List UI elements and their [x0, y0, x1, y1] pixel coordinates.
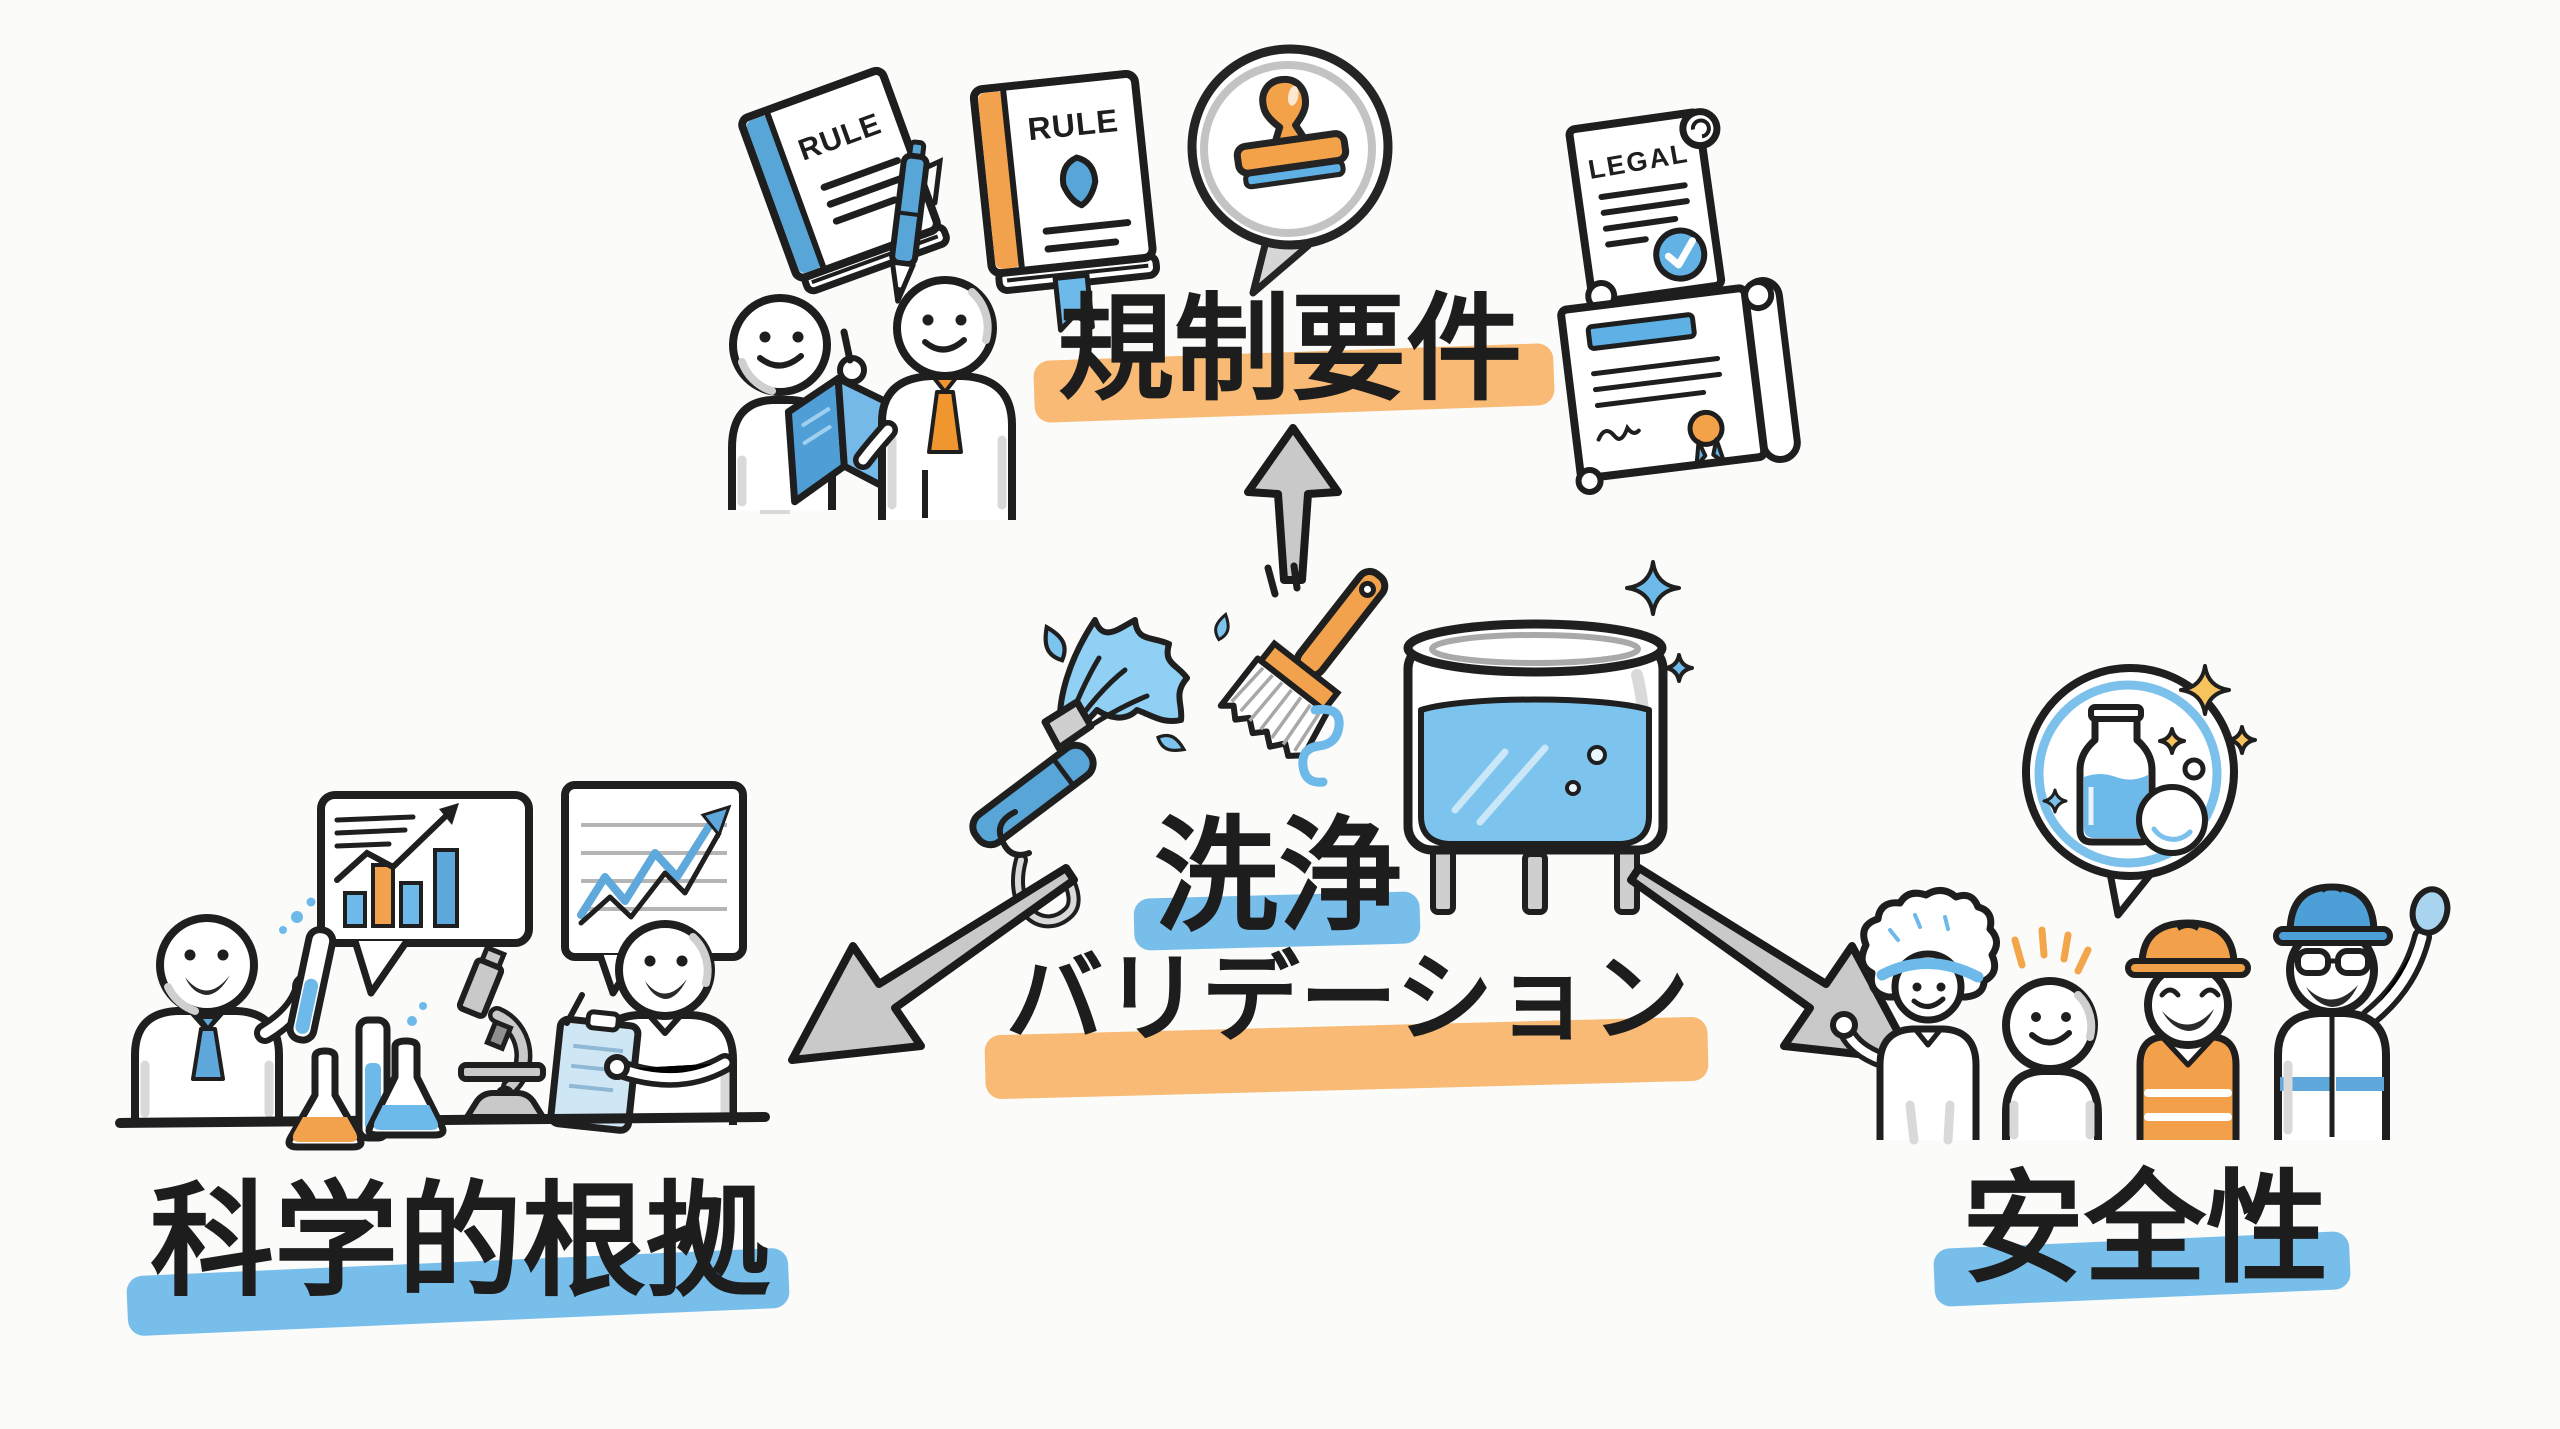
pen-small-icon	[564, 992, 585, 1026]
brush-icon	[1217, 567, 1389, 759]
center-node-label-line1: 洗浄	[1133, 815, 1421, 951]
orange-tie-icon	[929, 376, 961, 396]
seal-icon	[1687, 409, 1725, 447]
bar-chart-bubble-icon	[317, 791, 533, 997]
legal-scroll-icon: LEGAL	[1565, 108, 1726, 312]
sparkle-icon	[2042, 664, 2257, 814]
certificate-scroll-icon	[1557, 277, 1801, 495]
pointing-hand-icon	[837, 328, 867, 385]
safety-illustration-group	[1830, 664, 2451, 1145]
blue-tie-icon	[195, 1015, 221, 1033]
arrow-up-icon	[1244, 424, 1342, 584]
test-tube-icon	[286, 926, 337, 1044]
top-node-label: 規制要件	[1033, 292, 1555, 424]
microscope-icon	[456, 944, 546, 1120]
bottle-icon	[2076, 704, 2156, 846]
reader-figure-right	[837, 276, 1016, 520]
scientist-right-figure	[547, 920, 737, 1134]
stamp-icon	[1233, 75, 1350, 190]
approval-stamp-bubble	[1187, 44, 1393, 297]
rays-icon	[2011, 926, 2092, 975]
arrow-down-left-icon	[788, 864, 1078, 1064]
rule-book-orange-icon: RULE	[969, 69, 1161, 333]
clean-bottle-bubble-icon	[2022, 664, 2257, 919]
shield-icon	[1059, 154, 1099, 209]
goggles-icon	[2289, 948, 2377, 976]
cleaning-illustration-group	[969, 560, 1694, 929]
splash-tick-icon	[1264, 562, 1301, 598]
rule-book-blue-icon: RULE	[738, 66, 950, 295]
water-tank-icon	[1403, 619, 1668, 915]
sparkle-icon	[1625, 560, 1694, 683]
scientist-left-figure	[131, 897, 337, 1123]
clipboard-icon	[547, 1009, 642, 1134]
bottom-right-node-label: 安全性	[1932, 1168, 2352, 1308]
bottom-left-node-label: 科学的根拠	[126, 1180, 790, 1337]
flask-orange-icon	[285, 1047, 365, 1151]
center-node-label-line2: バリデーション	[984, 950, 1709, 1100]
signature-icon	[1596, 423, 1641, 442]
water-droplet-icon	[1214, 611, 1230, 642]
water-droplet-icon	[1043, 623, 1067, 663]
lab-table-line	[115, 1112, 770, 1128]
scrub-squiggle-icon	[1298, 704, 1344, 787]
happy-person-figure	[2002, 926, 2102, 1140]
science-illustration-group	[115, 781, 770, 1151]
water-droplet-icon	[1156, 733, 1187, 753]
bookmark-ribbon-icon	[1052, 272, 1095, 333]
regulation-illustration-group: RULE RULE	[728, 66, 1161, 520]
line-chart-bubble-icon	[561, 781, 747, 997]
hard-hat-orange-icon	[2138, 919, 2238, 969]
worker-orange-helmet-figure	[2125, 919, 2251, 1140]
flask-blue-icon	[365, 1002, 447, 1139]
pen-icon	[889, 139, 944, 304]
glove-icon	[2409, 886, 2451, 936]
soap-bubble-icon	[2136, 757, 2208, 856]
worker-hairnet-figure	[1830, 887, 2000, 1145]
worker-blue-helmet-figure	[2273, 883, 2451, 1140]
